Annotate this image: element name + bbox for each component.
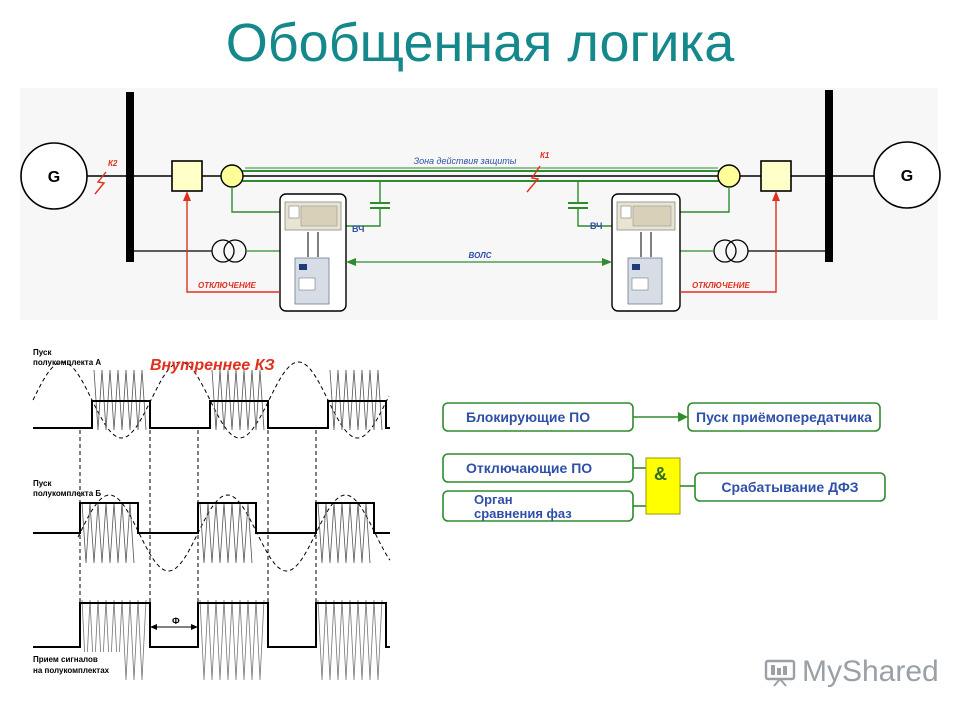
scheme-backdrop [20,88,938,320]
block-blocking: Блокирующие ПО [442,402,634,432]
label-b-line1: Пуск [33,479,52,488]
burst-b-1 [199,502,253,564]
pulse-c [33,602,390,648]
label-a-line1: Пуск [33,348,52,357]
hf-coupling-left [344,181,390,227]
and-gate: & [645,457,681,515]
bus-left [126,92,134,262]
pulse-b [33,502,390,534]
trip-wire-right [680,191,780,293]
watermark-text: MyShared [802,655,939,688]
projector-icon [764,659,796,687]
label-a-line2: полукомплекта А [33,358,101,367]
label-c-line1: Прием сигналов [33,655,98,664]
protection-scheme: G G Зона действия защиты К2 К1 [20,88,941,320]
logic-diagram: Блокирующие ПО Пуск приёмопередатчика От… [442,402,886,522]
sine-b [77,494,391,572]
label-c-backdrop [30,652,122,680]
waveform-plot [32,361,391,681]
fiber-label: ВОЛС [469,251,492,260]
generator-right-label: G [901,168,913,185]
trip-label-left: ОТКЛЮЧЕНИЕ [198,281,256,290]
blocking-label: Блокирующие ПО [466,409,590,425]
burst-c-1 [199,599,265,681]
pulse-a [33,400,390,429]
hf-coupling-right [568,181,612,227]
ct-left [220,164,244,188]
fault-k1: К1 [526,151,550,193]
breaker-right [760,160,792,192]
relay-cabinet-right [611,193,681,312]
phi-label: Ф [172,616,180,626]
fault-k2: К2 [94,159,118,195]
generator-right: G [873,141,941,209]
generator-left-label: G [48,169,60,186]
waveform-title: Внутреннее КЗ [150,357,275,374]
vt-right [680,239,825,263]
ct-wire-left [231,187,280,213]
burst-b-2 [317,502,371,564]
waveform-diagram: Внутреннее КЗ Пуск полукомплекта А Пуск … [30,348,391,681]
tx-start-label: Пуск приёмопередатчика [696,409,872,425]
block-tx-start: Пуск приёмопередатчика [687,402,881,432]
arrow-blocking-to-tx [633,412,688,422]
dfz-label: Срабатывание ДФЗ [721,479,858,495]
and-gate-label: & [654,464,667,484]
block-tripping: Отключающие ПО [442,453,634,483]
fiber-link [346,258,612,266]
fault-k2-label: К2 [108,159,118,168]
hf-label-right: ВЧ [590,221,602,231]
hf-label-left: ВЧ [352,224,364,234]
watermark-logo: MyShared [764,655,939,689]
phase-arrow-right [191,624,198,630]
relay-cabinet-left [279,193,347,312]
tripping-label: Отключающие ПО [466,460,592,476]
phase-arrow-left [150,624,157,630]
bus-right [825,90,833,262]
burst-c-2 [317,599,383,681]
burst-b-0 [81,502,135,564]
phase-label-line1: Орган [474,492,513,507]
trip-wire-left [183,191,280,293]
label-c-line2: на полукомплектах [33,666,110,675]
zone-label: Зона действия защиты [414,156,517,166]
ct-wire-right [680,187,730,213]
ct-right [717,164,741,188]
vt-left [134,239,280,263]
breaker-left [171,160,203,192]
generator-left: G [20,142,88,210]
trip-label-right: ОТКЛЮЧЕНИЕ [692,281,750,290]
label-b-line2: полукомплекта Б [33,489,101,498]
block-phase-comparison: Орган сравнения фаз [442,490,634,522]
page-title: Обобщенная логика [225,13,735,73]
fault-k1-label: К1 [540,151,550,160]
phase-label-line2: сравнения фаз [474,506,572,521]
block-dfz: Срабатывание ДФЗ [694,472,886,502]
